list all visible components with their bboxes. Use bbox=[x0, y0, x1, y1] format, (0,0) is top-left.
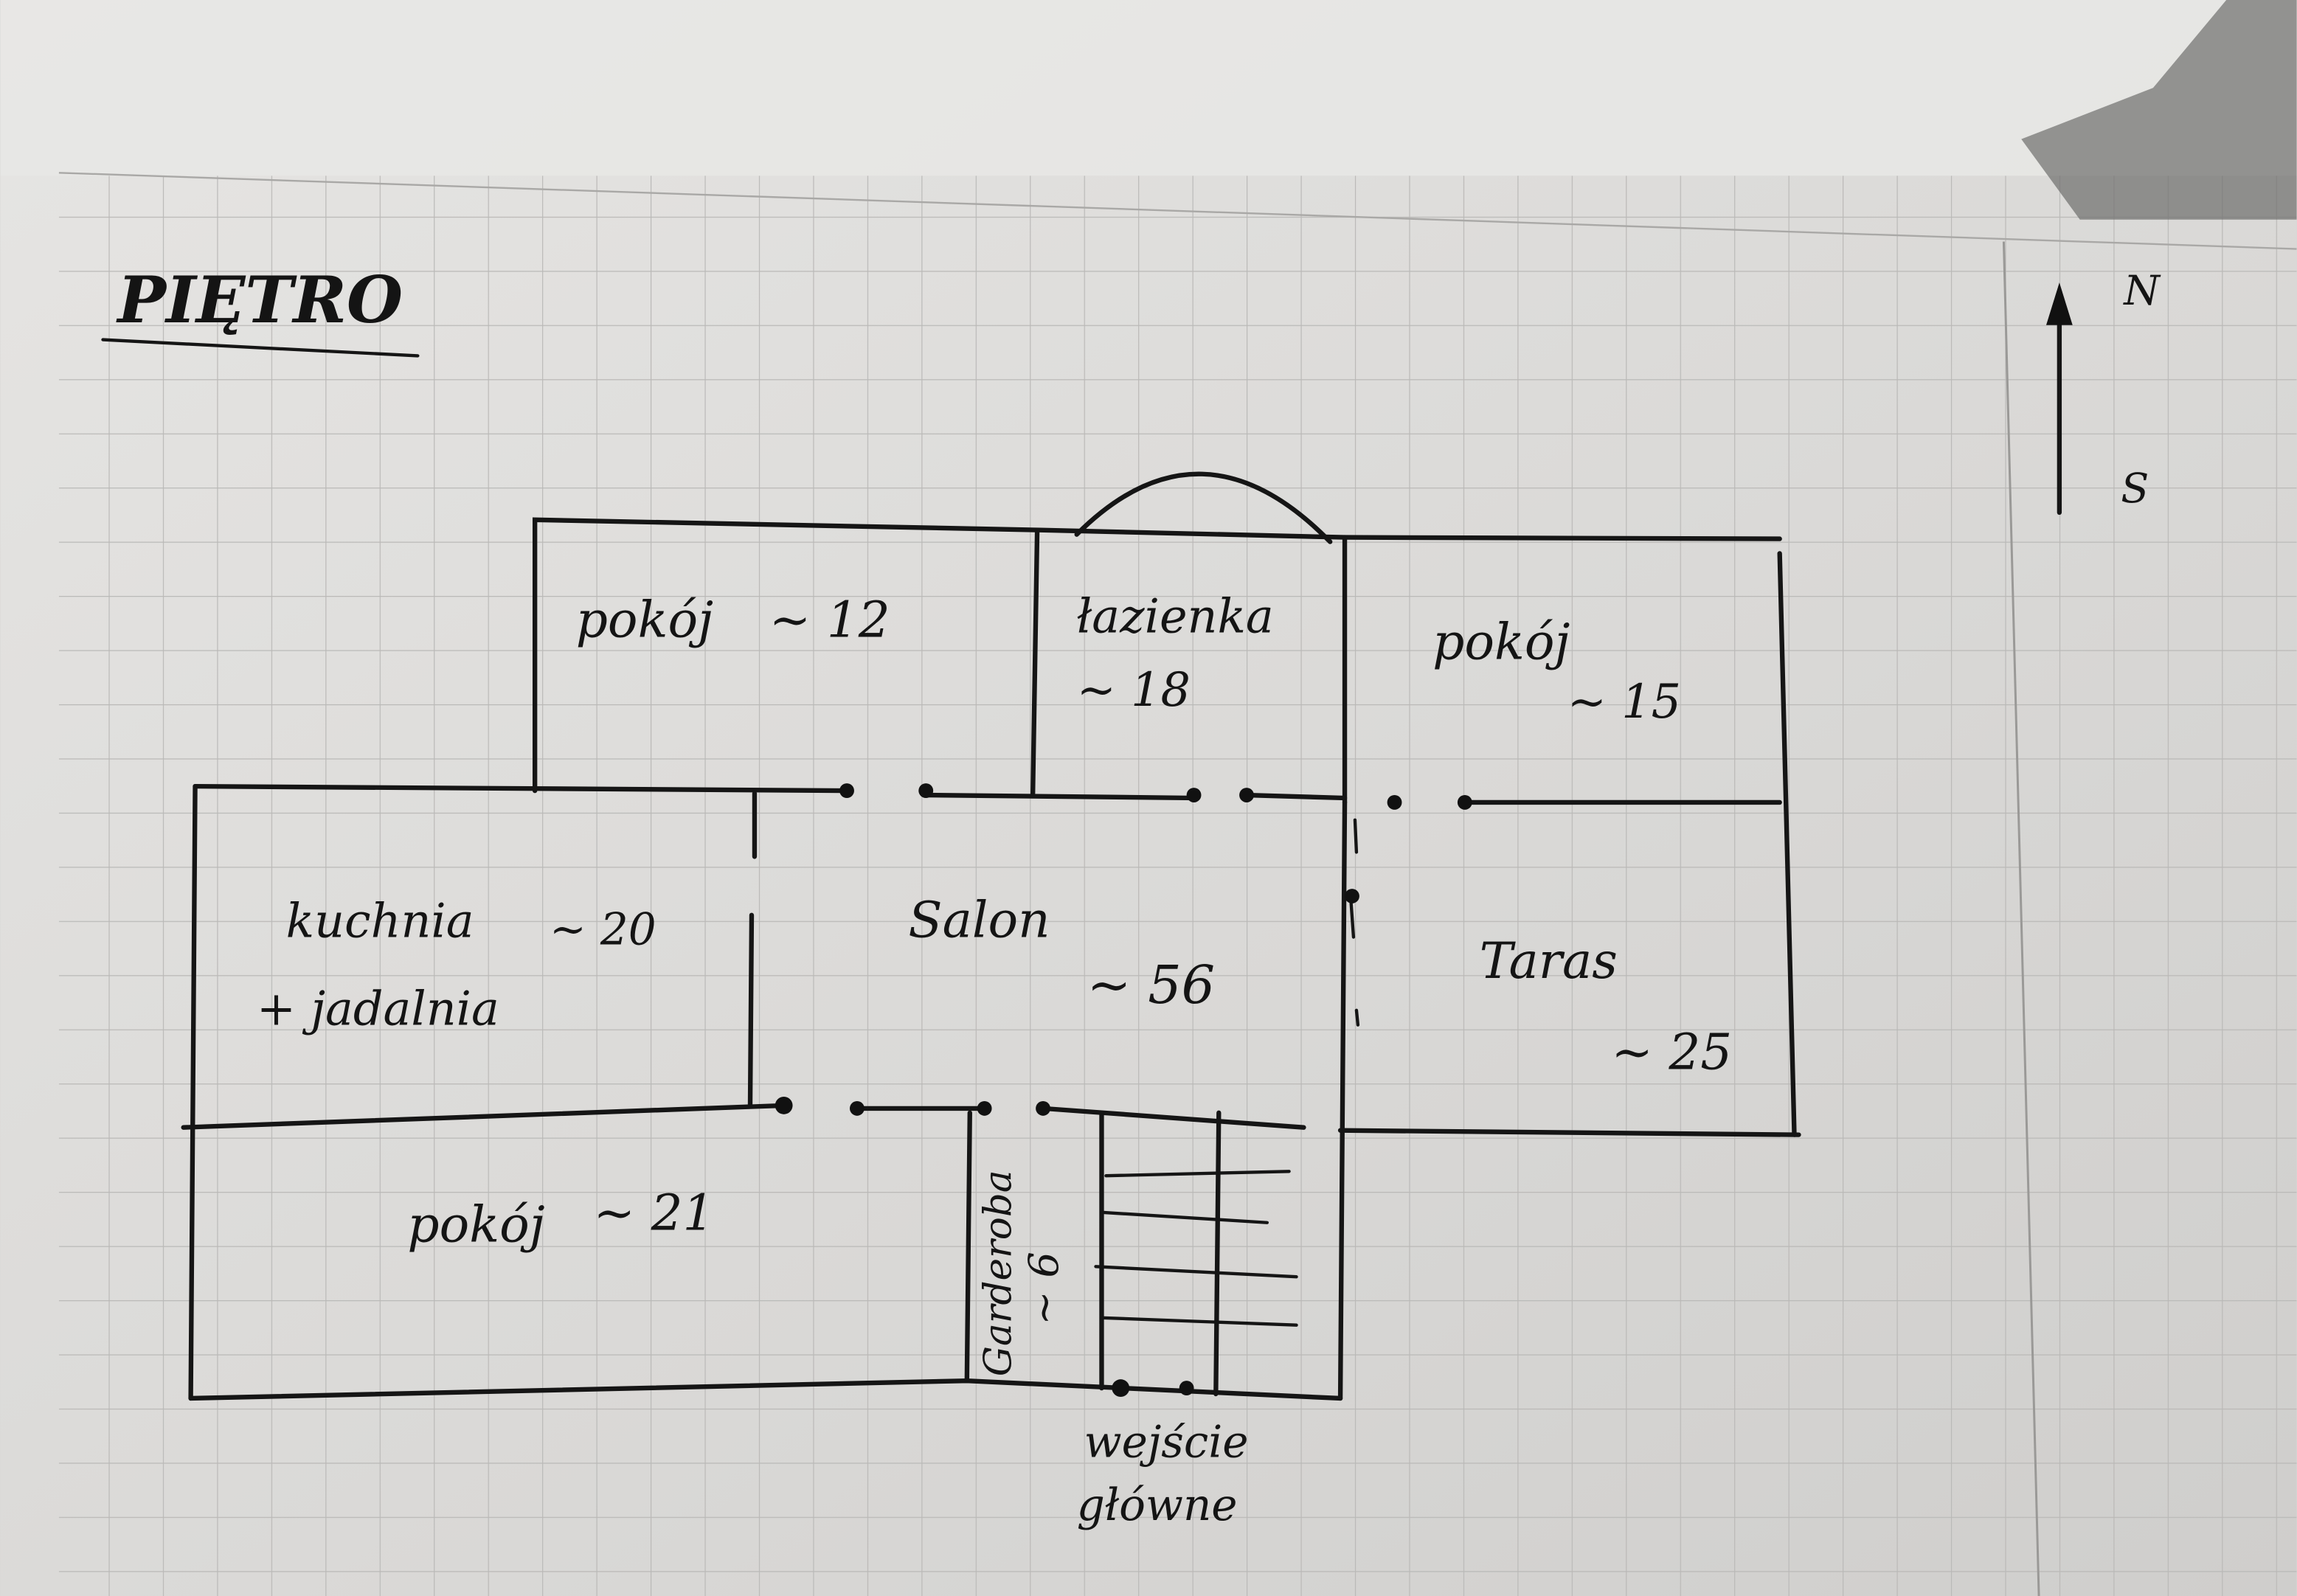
paper-top-sheet bbox=[0, 0, 2297, 176]
room-pokoj-12: pokój ~ 12 bbox=[576, 591, 890, 649]
room-name: Taras bbox=[1480, 931, 1618, 990]
room-name: kuchnia bbox=[286, 894, 474, 948]
room-name: pokój bbox=[1432, 612, 1570, 670]
grid-paper bbox=[58, 176, 2297, 1596]
compass-north-label: N bbox=[2122, 267, 2161, 315]
room-salon-56: Salon ~ 56 bbox=[908, 891, 1215, 1016]
room-area: ~ 56 bbox=[1087, 954, 1216, 1016]
room-name-2: + jadalnia bbox=[257, 982, 499, 1036]
room-area: ~ 25 bbox=[1611, 1022, 1732, 1080]
compass: N S bbox=[2046, 267, 2161, 516]
room-kuchnia-20: kuchnia + jadalnia ~ 20 bbox=[257, 894, 656, 1036]
room-name: łazienka bbox=[1077, 589, 1274, 644]
room-area: ~ 20 bbox=[550, 905, 656, 956]
room-area: ~ 6 bbox=[1020, 1252, 1068, 1325]
room-name: pokój bbox=[576, 591, 713, 649]
background-shadow bbox=[2021, 0, 2297, 220]
door-markers bbox=[775, 783, 1472, 1397]
room-area: ~ 21 bbox=[594, 1184, 715, 1242]
room-area: ~ 12 bbox=[769, 591, 890, 649]
room-pokoj-21: pokój ~ 21 bbox=[407, 1184, 714, 1254]
room-pokoj-15: pokój ~ 15 bbox=[1432, 612, 1681, 728]
north-arrow-icon bbox=[2046, 282, 2073, 325]
room-taras-25: Taras ~ 25 bbox=[1480, 931, 1733, 1080]
compass-south-label: S bbox=[2121, 465, 2149, 513]
entrance-line-2: główne bbox=[1077, 1480, 1238, 1531]
main-entrance-label: wejście główne bbox=[1077, 1417, 1249, 1530]
room-name: Salon bbox=[908, 891, 1050, 949]
entrance-line-1: wejście bbox=[1084, 1417, 1249, 1468]
room-garderoba-6: Garderoba ~ 6 bbox=[976, 1170, 1068, 1376]
room-name: pokój bbox=[407, 1196, 544, 1254]
page-edge bbox=[58, 172, 2297, 250]
room-area: ~ 18 bbox=[1077, 662, 1191, 717]
plan-title: PIĘTRO bbox=[115, 262, 403, 338]
room-name: Garderoba bbox=[976, 1170, 1020, 1376]
bathroom-bay-arc bbox=[1074, 471, 1333, 544]
margin-line bbox=[2002, 241, 2040, 1596]
title-underline bbox=[101, 338, 420, 358]
room-lazienka-18: łazienka ~ 18 bbox=[1077, 589, 1274, 717]
room-area: ~ 15 bbox=[1567, 674, 1681, 729]
staircase bbox=[1094, 1110, 1298, 1397]
